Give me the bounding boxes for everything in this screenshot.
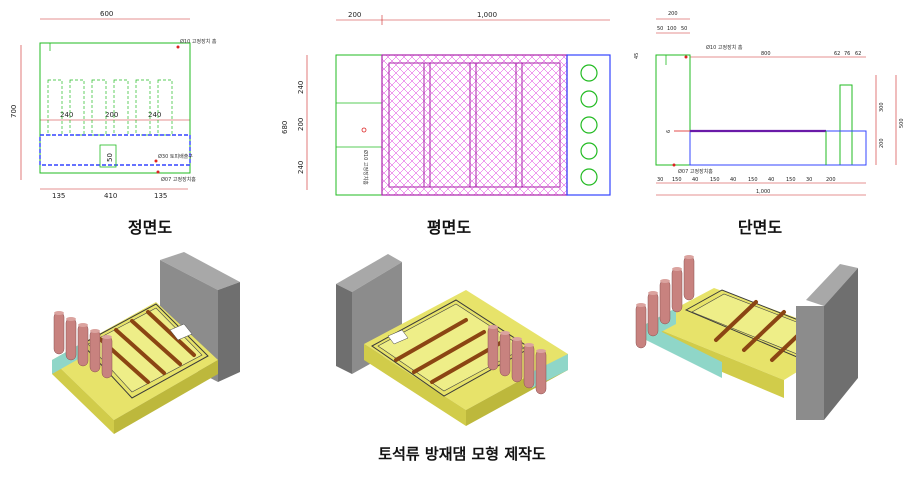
dim-plan-200: 200 <box>348 11 361 19</box>
dim-sec-50a: 50 <box>657 26 663 32</box>
model-render-2 <box>316 242 612 434</box>
front-view-drawing: 600 700 240 200 240 135 410 135 50 Ø10 고… <box>8 5 248 205</box>
model-render-1 <box>8 242 296 434</box>
note-fix-hole-07: Ø07 고정장치홈 <box>161 176 196 183</box>
dim-sec-76: 76 <box>844 51 850 57</box>
caption-section-view: 단면도 <box>737 218 783 237</box>
dim-plan-240a: 240 <box>297 81 305 94</box>
dim-plan-680: 680 <box>281 121 289 134</box>
dim-sec-62b: 62 <box>855 51 861 57</box>
dim-sec-50b: 50 <box>681 26 687 32</box>
dim-plan-240b: 240 <box>297 161 305 174</box>
dim-200-mid: 200 <box>105 111 118 119</box>
dim-sec-300: 300 <box>879 102 885 112</box>
dim-sec-62a: 62 <box>834 51 840 57</box>
dim-sec-100: 100 <box>667 26 677 32</box>
dim-height: 700 <box>10 105 18 118</box>
dim-240-left: 240 <box>60 111 73 119</box>
dim-sec-800: 800 <box>761 51 771 57</box>
dim-sec-b40b: 40 <box>730 177 736 183</box>
dim-sec-b1000: 1,000 <box>756 189 770 195</box>
dim-240-right: 240 <box>148 111 161 119</box>
dim-width: 600 <box>100 10 113 18</box>
section-view-drawing: 200 50 100 50 800 62 76 62 45 6 300 200 … <box>626 5 918 205</box>
note-fix-hole-10: Ø10 고정장치 홈 <box>180 38 217 45</box>
dim-plan-200: 200 <box>297 118 305 131</box>
note-drain-hole: Ø30 토피배출구 <box>158 153 193 160</box>
dim-sec-500: 500 <box>899 118 905 128</box>
dim-135-right: 135 <box>154 192 167 200</box>
dim-sec-b200: 200 <box>826 177 836 183</box>
caption-front-view: 정면도 <box>127 218 173 237</box>
figure-title: 토석류 방재댐 모형 제작도 <box>378 445 546 463</box>
note-sec-fix-hole-07: Ø07 고정장치홈 <box>678 168 713 175</box>
dim-sec-6: 6 <box>666 130 672 133</box>
note-sec-fix-hole-10: Ø10 고정장치 홈 <box>706 44 743 51</box>
dim-sec-45: 45 <box>634 53 640 59</box>
dim-sec-b150c: 150 <box>748 177 758 183</box>
dim-plan-1000: 1,000 <box>477 11 497 19</box>
dim-sec-b150d: 150 <box>786 177 796 183</box>
dim-sec-b150b: 150 <box>710 177 720 183</box>
dim-sec-b40a: 40 <box>692 177 698 183</box>
dim-sec-200: 200 <box>668 11 678 17</box>
dim-sec-b150a: 150 <box>672 177 682 183</box>
dim-135-left: 135 <box>52 192 65 200</box>
dim-410: 410 <box>104 192 117 200</box>
dim-sec-b30b: 30 <box>806 177 812 183</box>
dim-50: 50 <box>106 153 114 162</box>
note-plan-fix-hole: Ø10 고정장치홈 <box>362 150 369 185</box>
dim-sec-b40c: 40 <box>768 177 774 183</box>
caption-plan-view: 평면도 <box>426 218 472 237</box>
plan-view-drawing: 200 1,000 240 200 240 680 Ø10 고정장치홈 <box>272 5 617 205</box>
dim-sec-200v: 200 <box>879 138 885 148</box>
dim-sec-b30a: 30 <box>657 177 663 183</box>
model-render-3 <box>626 242 918 434</box>
